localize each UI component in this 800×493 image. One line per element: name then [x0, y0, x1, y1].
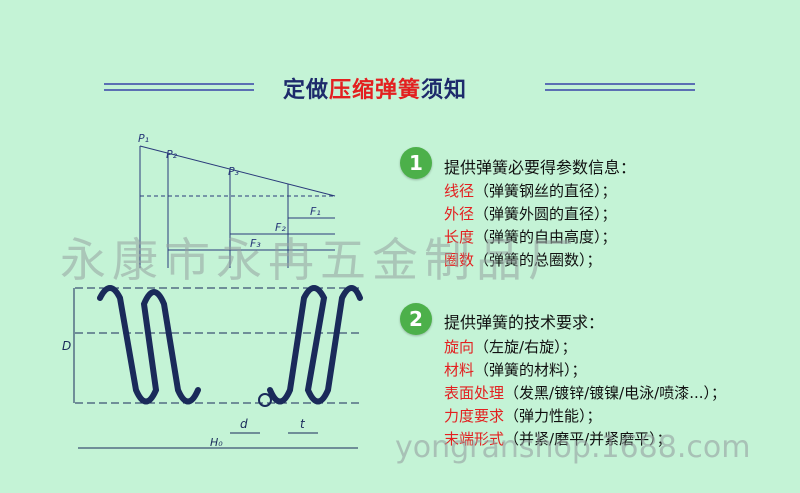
requirement-desc: （发黑/镀锌/镀镍/电泳/喷漆...）； — [504, 384, 727, 402]
title-banner: 定做压缩弹簧须知 — [0, 70, 800, 110]
param-desc: （弹簧的自由高度）； — [474, 228, 617, 246]
section-2-badge: 2 — [400, 303, 432, 335]
page-title: 定做压缩弹簧须知 — [283, 72, 467, 104]
param-key: 外径 — [444, 205, 475, 223]
label-wire-diameter: d — [240, 417, 248, 431]
title-rule-left-top — [104, 83, 254, 85]
label-f2: F₂ — [275, 221, 286, 234]
requirement-key: 末端形式 — [444, 430, 505, 448]
param-key: 线径 — [444, 182, 475, 200]
label-pitch: t — [300, 417, 306, 431]
param-key: 圈数 — [444, 251, 475, 269]
requirement-desc: （左旋/右旋）； — [474, 338, 577, 356]
requirement-key: 力度要求 — [444, 407, 505, 425]
spring-drawing — [73, 285, 363, 449]
label-p2: P₂ — [166, 148, 178, 161]
title-suffix: 须知 — [421, 78, 468, 103]
requirement-desc: （并紧/磨平/并紧磨平）； — [504, 430, 672, 448]
requirement-item: 力度要求（弹力性能）； — [444, 405, 602, 426]
param-desc: （弹簧外圆的直径）； — [474, 205, 617, 223]
param-item: 长度（弹簧的自由高度）； — [444, 226, 617, 247]
title-rule-right-bottom — [545, 89, 695, 91]
requirement-item: 表面处理（发黑/镀锌/镀镍/电泳/喷漆...）； — [444, 382, 726, 403]
param-desc: （弹簧钢丝的直径）； — [474, 182, 617, 200]
label-f1: F₁ — [310, 205, 321, 218]
section-1-badge: 1 — [400, 147, 432, 179]
requirement-desc: （弹力性能）； — [504, 407, 602, 425]
label-free-height: H₀ — [210, 436, 223, 449]
requirement-item: 材料（弹簧的材料）； — [444, 359, 587, 380]
title-highlight: 压缩弹簧 — [329, 78, 422, 103]
param-key: 长度 — [444, 228, 475, 246]
label-f3: F₃ — [250, 237, 261, 250]
param-item: 外径（弹簧外圆的直径）； — [444, 203, 617, 224]
load-graph — [139, 145, 336, 268]
title-rule-left-bottom — [104, 89, 254, 91]
requirement-key: 表面处理 — [444, 384, 505, 402]
param-item: 线径（弹簧钢丝的直径）； — [444, 180, 617, 201]
label-p1: P₁ — [138, 132, 149, 145]
requirement-item: 旋向（左旋/右旋）； — [444, 336, 577, 357]
section-2-heading: 提供弹簧的技术要求： — [444, 313, 605, 332]
requirement-key: 材料 — [444, 361, 475, 379]
param-item: 圈数（弹簧的总圈数）； — [444, 249, 602, 270]
title-prefix: 定做 — [283, 78, 330, 103]
param-desc: （弹簧的总圈数）； — [474, 251, 602, 269]
requirement-key: 旋向 — [444, 338, 475, 356]
requirement-desc: （弹簧的材料）； — [474, 361, 587, 379]
requirement-item: 末端形式（并紧/磨平/并紧磨平）； — [444, 428, 672, 449]
label-outer-diameter: D — [62, 339, 71, 353]
title-rule-right-top — [545, 83, 695, 85]
label-p3: P₃ — [228, 165, 240, 178]
section-1-heading: 提供弹簧必要得参数信息： — [444, 158, 637, 177]
spring-diagram: P₁ P₂ P₃ F₁ F₂ F₃ D d t H₀ — [62, 132, 363, 449]
